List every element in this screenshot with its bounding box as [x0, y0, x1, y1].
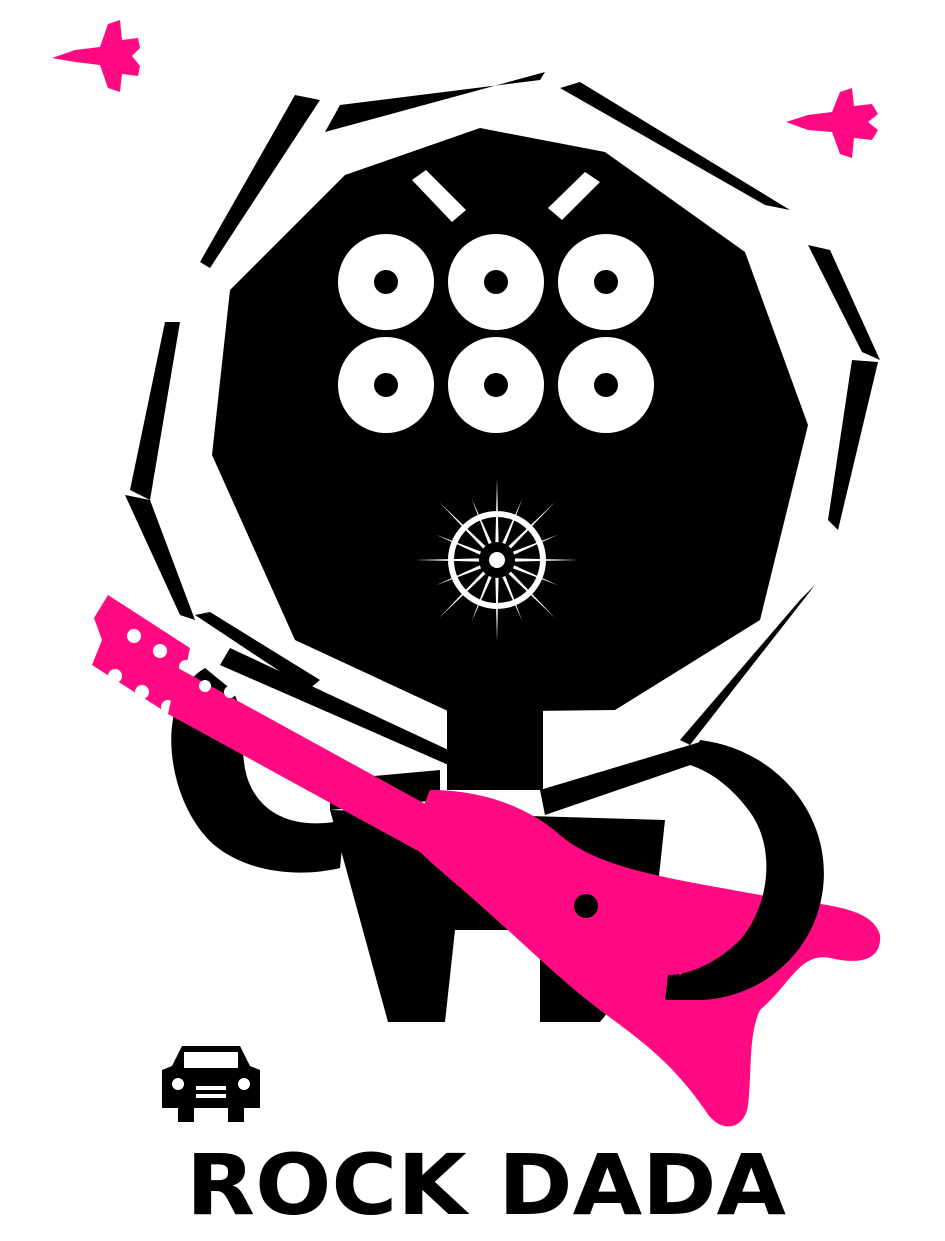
flying-v-guitar [92, 595, 881, 1127]
mouth-ray [495, 577, 499, 642]
mouth-ray [514, 558, 579, 562]
mouth-ray [415, 558, 480, 562]
mouth-ray [495, 478, 499, 543]
eye-1 [338, 234, 434, 330]
mouth-ray [502, 499, 523, 545]
mouth-ray [502, 575, 523, 621]
eye-6 [558, 337, 654, 433]
eye-3 [558, 234, 654, 330]
right-hand-notch [668, 951, 692, 976]
mouth-ray [512, 565, 558, 586]
mouth-ray [512, 534, 558, 555]
fighter-jet-icon-left [52, 20, 140, 92]
neck [447, 700, 543, 790]
mouth-ray [508, 502, 555, 549]
car-icon [162, 1046, 260, 1122]
eyes [338, 234, 654, 433]
eyebrows [412, 170, 600, 222]
poster-title: ROCK DADA [186, 1136, 786, 1234]
hair-shards [125, 72, 880, 770]
starburst-mouth [415, 478, 579, 642]
right-arm [665, 740, 824, 1000]
mouth-ray [508, 571, 555, 618]
mouth-ray [439, 502, 486, 549]
mouth-ray [471, 499, 492, 545]
eye-2 [448, 234, 544, 330]
mouth-ray [436, 565, 482, 586]
eye-5 [448, 337, 544, 433]
mouth-ray [436, 534, 482, 555]
eye-4 [338, 337, 434, 433]
mouth-ray [471, 575, 492, 621]
mouth-ray [439, 571, 486, 618]
fighter-jet-icon-right [786, 88, 878, 158]
